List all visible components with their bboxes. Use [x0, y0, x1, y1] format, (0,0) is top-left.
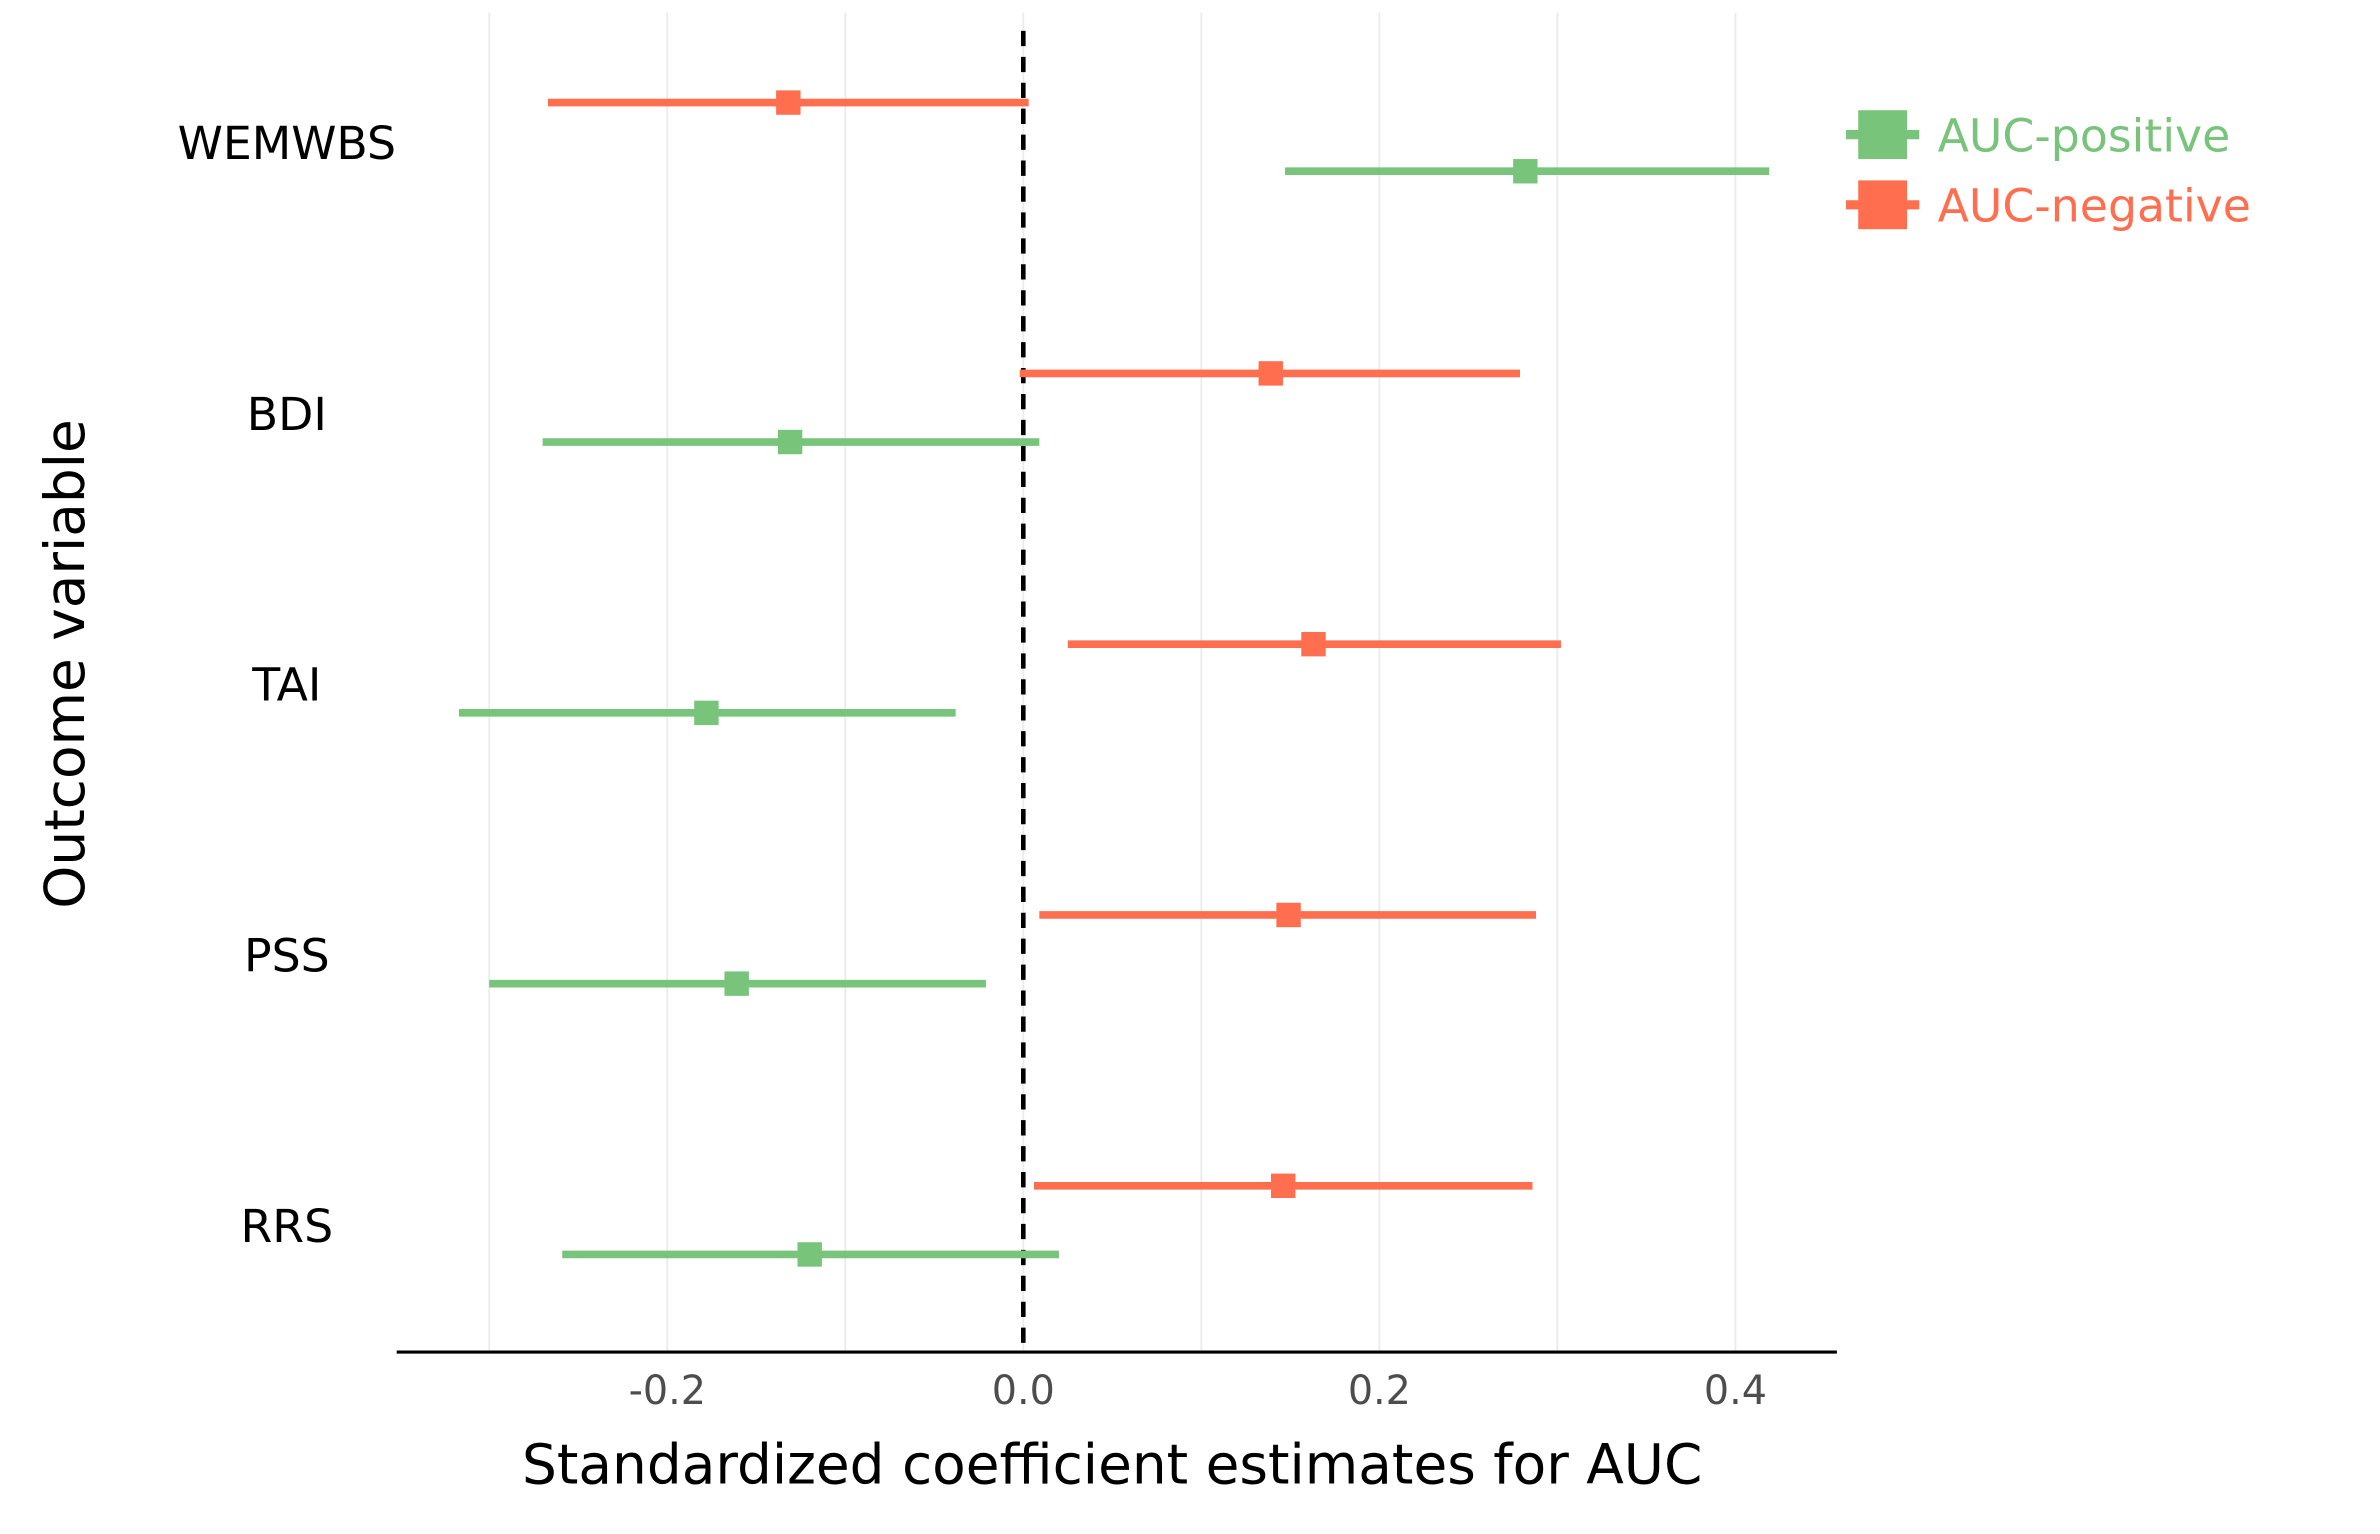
point-estimate [694, 700, 719, 726]
y-axis-title: Outcome variable [33, 419, 97, 909]
legend-swatch [1858, 180, 1908, 230]
category-label: RRS [241, 1200, 334, 1253]
x-ticks: -0.2 0.0 0.2 0.4 [629, 1368, 1767, 1414]
point-estimate [1513, 159, 1538, 184]
estimates [458, 90, 1770, 1267]
legend-label: AUC-negative [1938, 180, 2251, 233]
category-labels: WEMWBS BDI TAI PSS RRS [178, 117, 396, 1253]
gridlines [488, 12, 1737, 1353]
x-tick-label: 0.2 [1348, 1368, 1411, 1414]
point-estimate [1301, 631, 1326, 657]
point-estimate [776, 90, 801, 115]
point-estimate [1276, 902, 1301, 928]
point-estimate [1258, 361, 1283, 386]
legend-swatch [1858, 110, 1908, 160]
x-axis-title: Standardized coefficient estimates for A… [522, 1432, 1702, 1496]
x-tick-label: 0.4 [1704, 1368, 1767, 1414]
point-estimate [777, 429, 803, 455]
category-label: WEMWBS [178, 117, 396, 170]
point-estimate [1271, 1173, 1296, 1198]
category-label: BDI [247, 388, 327, 441]
point-estimate [797, 1242, 822, 1267]
category-label: PSS [244, 929, 330, 982]
x-tick-label: -0.2 [629, 1368, 706, 1414]
x-tick-label: 0.0 [992, 1368, 1055, 1414]
legend-label: AUC-positive [1938, 109, 2231, 162]
category-label: TAI [251, 659, 321, 712]
point-estimate [724, 971, 749, 996]
